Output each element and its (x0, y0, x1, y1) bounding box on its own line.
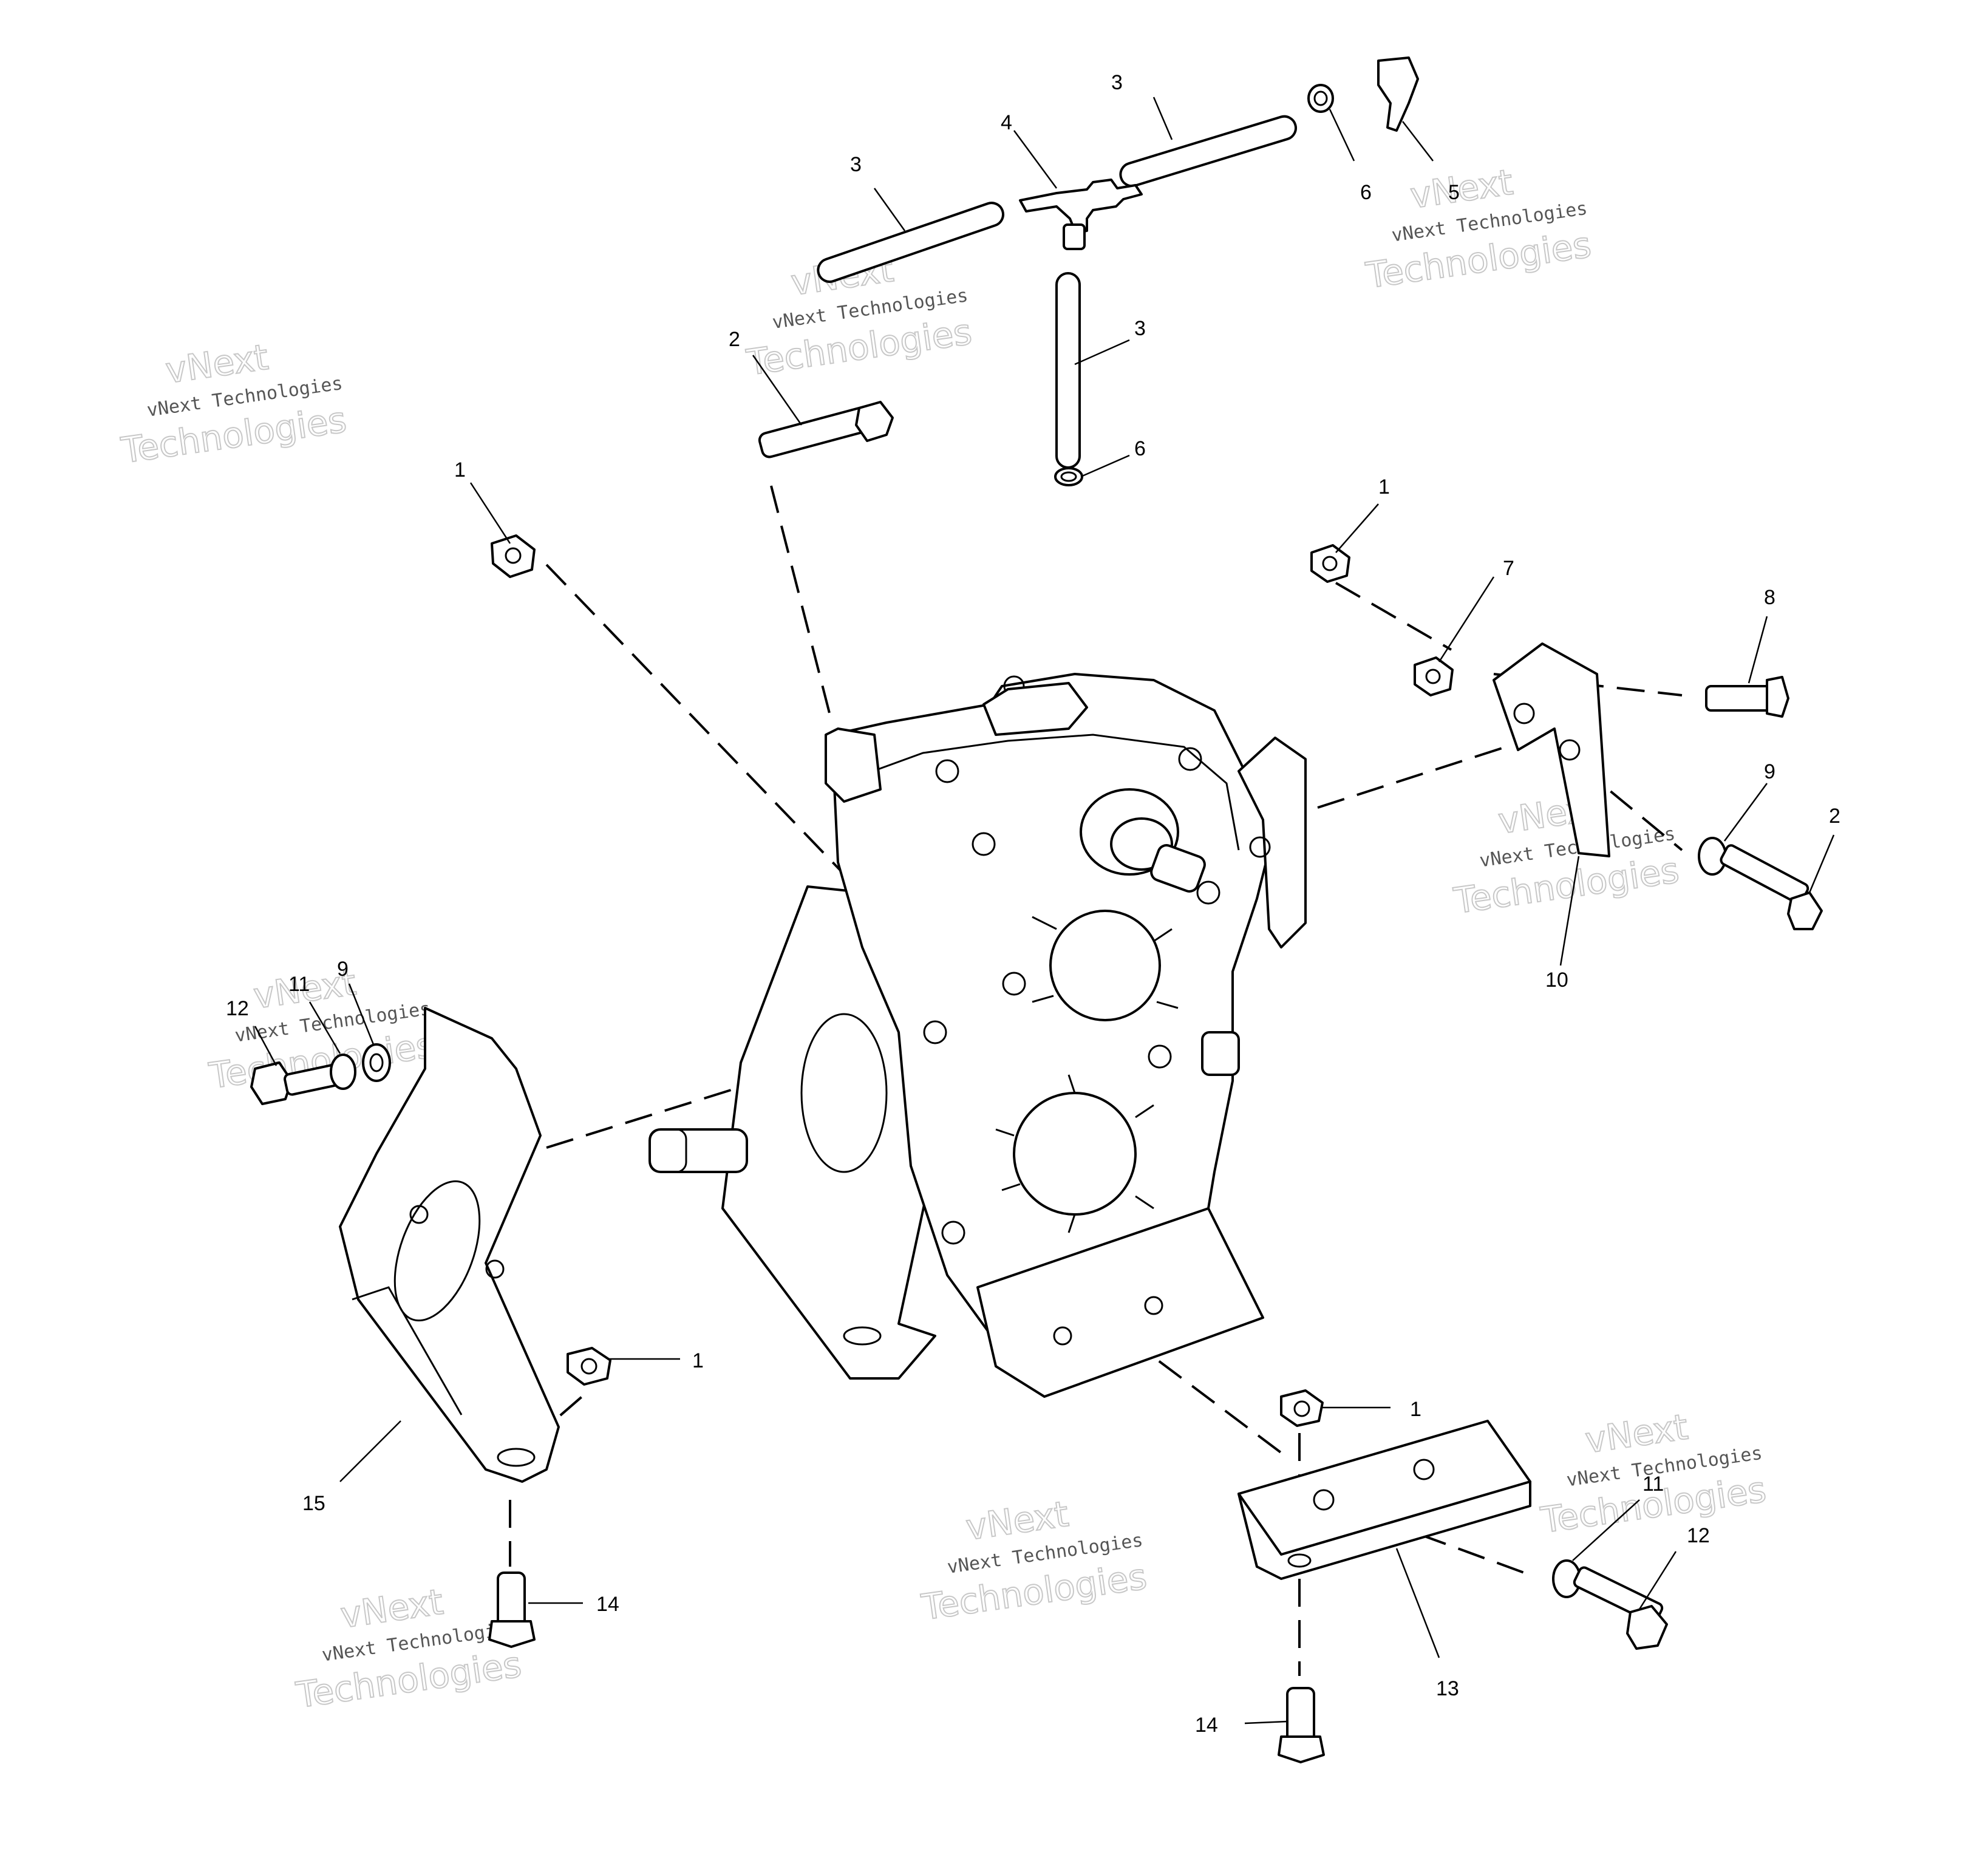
callout-label: 1 (692, 1349, 704, 1372)
bolt-bottom-right-14 (1278, 1687, 1325, 1763)
callout-label: 11 (288, 973, 310, 996)
bracket-bottom-right (1237, 1420, 1531, 1580)
leader-line (1329, 109, 1355, 162)
callout-label: 6 (1134, 437, 1146, 460)
leader-line (469, 482, 511, 544)
callout-label: 15 (302, 1492, 325, 1515)
callout-label: 6 (1360, 181, 1372, 204)
leader-line (1808, 834, 1835, 893)
flange-nut-right-mid (1414, 656, 1454, 696)
callout-label: 1 (1378, 475, 1390, 499)
callout-label: 2 (729, 328, 740, 351)
leader-line (1395, 1548, 1440, 1658)
leader-line (1013, 130, 1058, 189)
leader-line (1152, 97, 1173, 140)
bolt-bottom-right-12 (1573, 1566, 1668, 1650)
callout-label: 7 (1503, 557, 1514, 580)
assembly-line (770, 485, 833, 723)
leader-line (254, 1026, 277, 1066)
callout-label: 10 (1545, 969, 1568, 992)
washer-left-9 (362, 1043, 391, 1082)
assembly-line (546, 1086, 741, 1149)
bolt-right-8 (1705, 676, 1789, 718)
assembly-line (1341, 1505, 1525, 1574)
bolt-long-top (758, 401, 894, 458)
leader-line (752, 355, 803, 426)
assembly-line (545, 564, 851, 882)
callout-label: 12 (226, 997, 249, 1020)
callout-label: 11 (1642, 1473, 1664, 1496)
leader-line (1438, 576, 1495, 662)
watermark-big-text: vNext (964, 1493, 1071, 1548)
leader-lines (254, 97, 1835, 1725)
leader-line (1335, 503, 1379, 553)
clamp-top (1307, 84, 1334, 113)
callout-label: 14 (596, 1593, 619, 1616)
watermark-big-text: vNext (1408, 162, 1515, 217)
vent-clip (1377, 56, 1419, 132)
callout-label: 3 (850, 153, 862, 176)
callout-label: 9 (337, 958, 349, 981)
watermark-big-text: vNext (338, 1581, 446, 1636)
leader-line (1723, 783, 1768, 842)
callout-label: 12 (1687, 1524, 1710, 1547)
bolt-bottom-left-14 (488, 1571, 536, 1648)
callout-label: 3 (1111, 71, 1123, 94)
hose-left (817, 202, 1004, 283)
leader-line (1402, 121, 1434, 162)
callout-label: 9 (1764, 760, 1775, 783)
leader-line (1638, 1551, 1677, 1610)
hose-right (1119, 115, 1297, 188)
bolt-right-2 (1720, 844, 1823, 930)
callout-label: 8 (1764, 586, 1775, 609)
watermark-top-left: vNext vNext Technologies Technologies (118, 336, 349, 472)
watermark-top-right: vNext vNext Technologies Technologies (1363, 161, 1594, 297)
leader-line (1074, 339, 1130, 366)
watermark-big-text: vNext (163, 336, 271, 392)
leader-line (308, 1001, 341, 1054)
callout-label: 2 (1829, 805, 1840, 828)
callout-label: 4 (1001, 111, 1012, 134)
watermark-bottom-left: vNext vNext Technologies Technologies (293, 1581, 524, 1717)
leader-line (1559, 856, 1580, 966)
callout-label: 1 (1410, 1398, 1421, 1421)
assembly-line (1335, 582, 1452, 651)
leader-line (873, 188, 906, 231)
watermark-bottom-right: vNext vNext Technologies Technologies (1537, 1405, 1769, 1541)
washer-left-11 (330, 1054, 356, 1090)
leader-line (1748, 616, 1768, 684)
callout-label: 13 (1436, 1677, 1459, 1700)
watermark-big-text: vNext (1583, 1406, 1690, 1461)
flange-nut-bottom-right (1280, 1389, 1324, 1427)
tee-fitting (1019, 179, 1143, 250)
assembly-line (1317, 746, 1506, 809)
callout-label: 5 (1448, 181, 1460, 204)
flange-nut-right-top (1310, 544, 1350, 583)
bracket-right (1493, 642, 1610, 857)
bracket-left (339, 1007, 560, 1483)
leader-line (339, 1420, 401, 1482)
watermark-mid-right: vNext vNext Technologies Technologies (1451, 786, 1682, 922)
callout-labels: 3 4 3 6 5 2 3 6 1 1 7 8 9 2 10 12 11 9 1… (226, 71, 1840, 1737)
callout-label: 14 (1195, 1714, 1218, 1737)
callout-label: 1 (454, 458, 466, 482)
hose-vertical (1055, 272, 1081, 469)
transmission-housing (648, 673, 1307, 1398)
watermark-bottom-center: vNext vNext Technologies Technologies (918, 1493, 1149, 1629)
leader-line (1572, 1499, 1640, 1561)
leader-line (348, 983, 375, 1045)
leader-line (1244, 1720, 1288, 1725)
callout-label: 3 (1134, 317, 1146, 340)
flange-nut-bottom-left (567, 1347, 611, 1386)
leader-line (1080, 454, 1130, 478)
clamp-bottom (1054, 467, 1083, 486)
flange-nut-left (491, 534, 536, 578)
